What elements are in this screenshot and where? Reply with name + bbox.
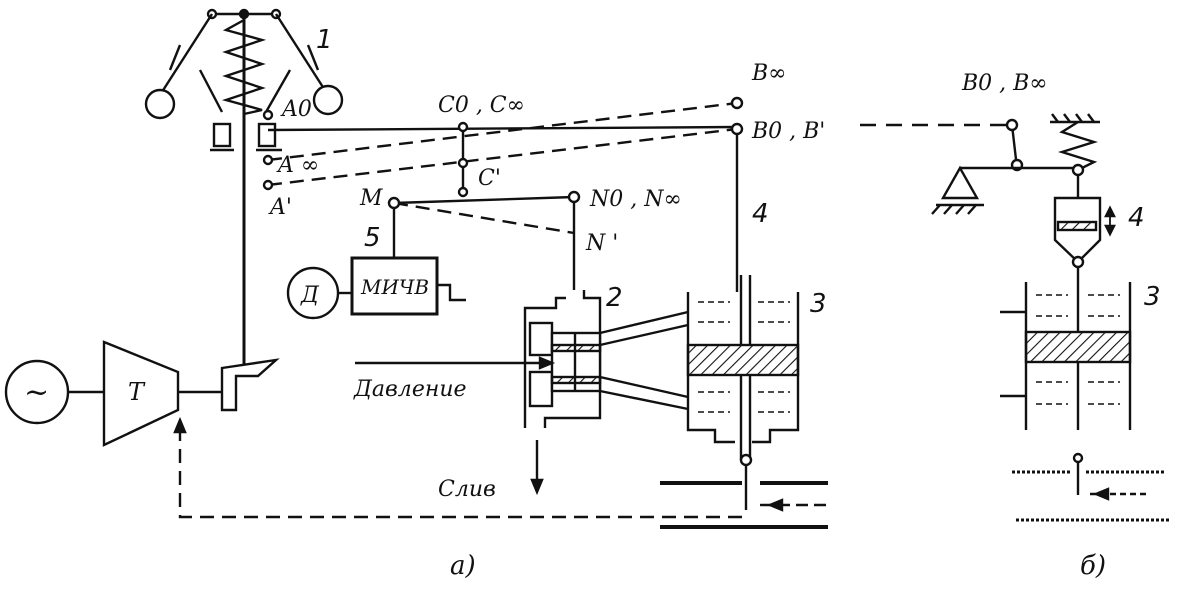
label-n3-b: 3: [1144, 282, 1161, 312]
label-n4: 4: [752, 199, 769, 229]
turbine-label: T: [128, 378, 146, 406]
label-n2: 2: [606, 283, 623, 313]
label-n3: 3: [810, 289, 827, 319]
label-a0: A0: [280, 97, 312, 122]
pilot-valve: [355, 290, 602, 496]
caption-b: б): [1080, 551, 1106, 581]
label-n4-b: 4: [1128, 203, 1145, 233]
label-m: M: [359, 186, 383, 211]
mechanism-label: МИЧВ: [360, 275, 429, 299]
label-n5: 5: [364, 223, 381, 253]
caption-a: а): [450, 551, 476, 581]
generator: [4, 359, 104, 425]
label-n-prime: N ': [585, 231, 618, 256]
part-b: [931, 113, 1170, 522]
label-c0-cinf: C0 , C∞: [438, 93, 525, 118]
steam-line: [173, 416, 742, 519]
motor-label: Д: [300, 283, 320, 308]
drain-label: Слив: [438, 477, 496, 502]
label-b-inf: B∞: [751, 61, 787, 86]
label-b0-bprime: B0 , B': [751, 119, 825, 144]
lever-ab: [262, 96, 744, 198]
label-c-prime: C': [478, 166, 501, 191]
flyball-governor: [144, 8, 344, 364]
motor-mechanism: [286, 256, 466, 320]
lever-mn: [387, 190, 581, 290]
turbine: [102, 340, 280, 447]
label-a-inf: A ∞: [276, 153, 319, 178]
label-n0-ninf: N0 , N∞: [589, 187, 682, 212]
label-b0-binf-b: B0 , B∞: [961, 71, 1048, 96]
label-n1: 1: [316, 25, 333, 55]
servomotor: [660, 135, 828, 529]
servo-pipes: [599, 310, 689, 411]
label-a-prime: A': [268, 195, 292, 220]
part-a: [4, 8, 828, 529]
pressure-label: Давление: [353, 377, 467, 402]
generator-symbol: ~: [24, 375, 49, 410]
